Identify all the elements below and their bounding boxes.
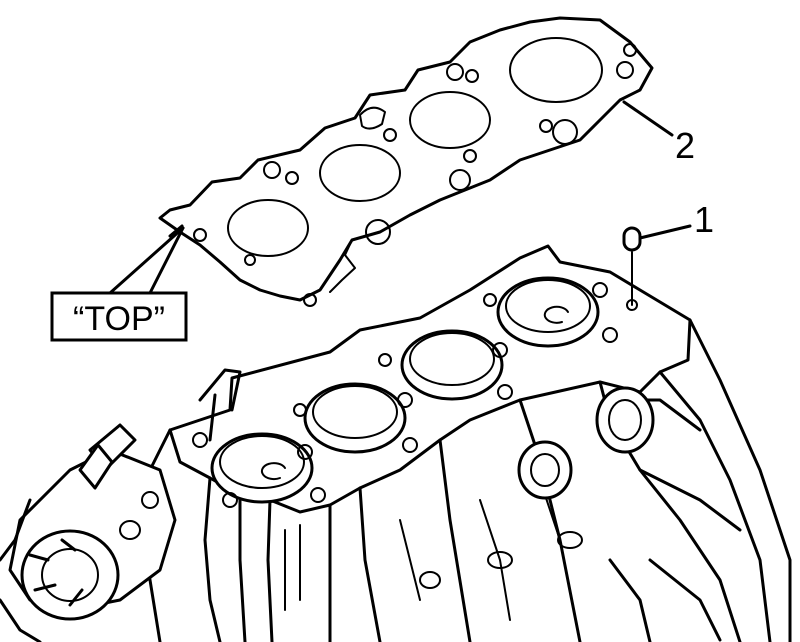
top-leader-right <box>148 226 185 295</box>
callout-label-2: 2 <box>675 125 695 166</box>
cylinder-bores <box>210 276 600 504</box>
callout-label-1: 1 <box>694 199 714 240</box>
water-pump <box>0 423 177 642</box>
cylinder-head-gasket <box>158 16 654 307</box>
washer-part <box>622 224 692 306</box>
deck-bolt-holes <box>192 282 638 508</box>
top-label-box <box>50 291 188 342</box>
top-leader-left <box>108 226 185 295</box>
callout-leader-2 <box>622 100 674 137</box>
top-marking-label: “TOP” <box>73 300 165 338</box>
